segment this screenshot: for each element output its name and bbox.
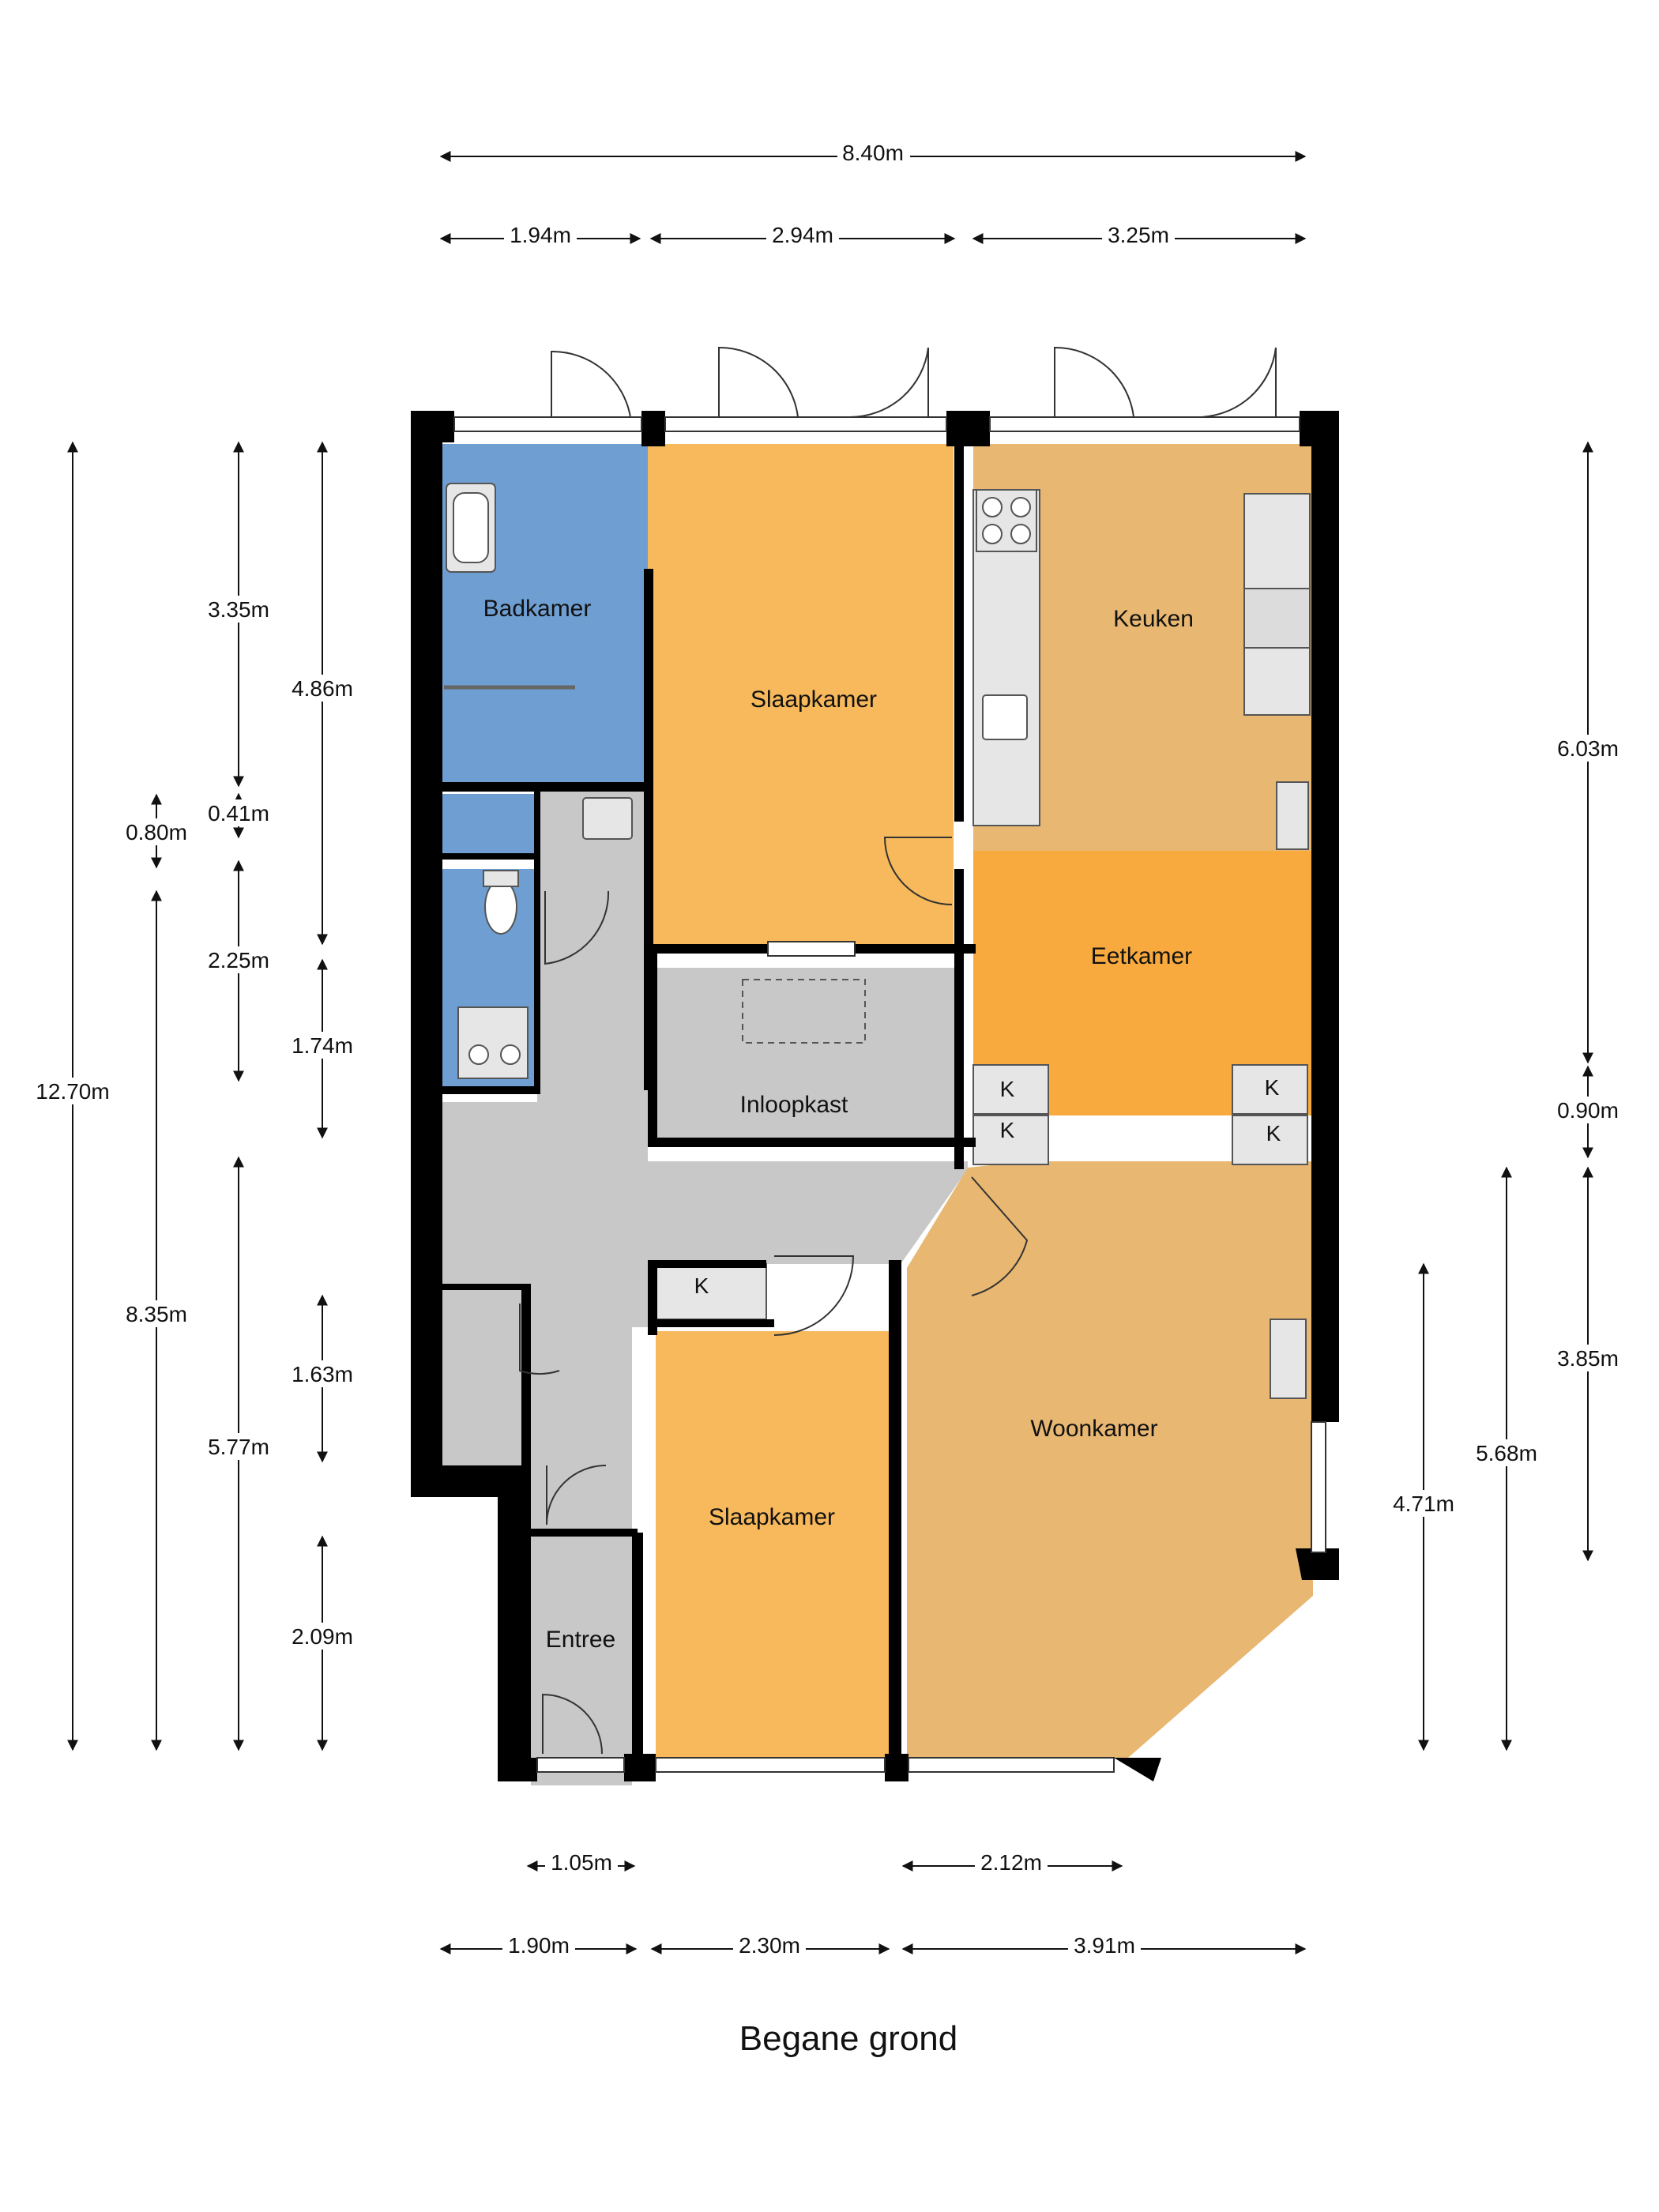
meter-cupboard-floor — [442, 1288, 521, 1465]
toilet-bowl — [484, 879, 517, 935]
dim-top-3: 3.25m — [1108, 223, 1169, 247]
dim-left-total: 12.70m — [36, 1079, 109, 1104]
living-room-floor — [907, 1161, 1313, 1758]
dim-bottom-3: 1.90m — [508, 1933, 570, 1958]
closet-k1-label: K — [1000, 1077, 1015, 1101]
dim-top-total: 8.40m — [842, 141, 904, 165]
dim-top-1: 1.94m — [510, 223, 571, 247]
dim-right-3: 3.85m — [1557, 1346, 1619, 1371]
ventilation-shaft-2 — [1270, 1319, 1307, 1399]
closet-k3-label: K — [1265, 1075, 1280, 1100]
dim-left-b3: 2.25m — [208, 948, 269, 972]
kitchen-sink — [982, 694, 1028, 740]
toilet-floor — [441, 794, 537, 853]
bedroom-2-floor — [656, 1331, 889, 1758]
closet-k5-label: K — [694, 1273, 709, 1298]
entrance-floor — [531, 1540, 638, 1758]
dimension-labels: 8.40m 1.94m 2.94m 3.25m 12.70m 0.80m 8.3… — [30, 139, 1624, 1958]
room-labels: Badkamer Slaapkamer Keuken Eetkamer Inlo… — [483, 596, 1194, 1653]
room-label-keuken: Keuken — [1113, 606, 1194, 632]
windows — [453, 416, 1326, 1773]
dim-bottom-1: 1.05m — [551, 1850, 612, 1875]
walk-in-closet-floor — [656, 968, 954, 1142]
washing-machine — [457, 1006, 529, 1079]
bedroom-1-floor — [648, 444, 954, 948]
dim-left-b1: 3.35m — [208, 597, 269, 622]
kitchen-stove — [976, 489, 1037, 552]
dim-left-c1: 4.86m — [292, 676, 353, 701]
dim-right-4: 5.68m — [1476, 1441, 1537, 1465]
room-fills — [441, 444, 1313, 1785]
closet-k2-label: K — [1000, 1118, 1015, 1142]
hallway-upper-floor — [537, 790, 648, 1106]
room-label-slaapkamer-1: Slaapkamer — [750, 687, 877, 713]
walls — [411, 411, 1339, 1781]
dim-left-b4: 5.77m — [208, 1435, 269, 1459]
toilet-sink — [582, 797, 633, 840]
dim-right-5: 4.71m — [1393, 1492, 1454, 1516]
dim-right-2: 0.90m — [1557, 1098, 1619, 1123]
closet-k3 — [1232, 1064, 1308, 1115]
dim-right-1: 6.03m — [1557, 736, 1619, 761]
closet-k1 — [972, 1064, 1049, 1115]
fixtures — [444, 483, 1311, 1399]
dim-top-2: 2.94m — [772, 223, 833, 247]
room-label-badkamer: Badkamer — [483, 596, 592, 622]
dim-left-a1: 0.80m — [126, 820, 187, 845]
dim-left-c2: 1.74m — [292, 1033, 353, 1058]
dim-bottom-5: 3.91m — [1074, 1933, 1135, 1958]
room-label-entree: Entree — [546, 1627, 615, 1653]
ventilation-shaft — [1276, 781, 1309, 850]
dim-bottom-4: 2.30m — [739, 1933, 800, 1958]
dim-left-c3: 1.63m — [292, 1362, 353, 1386]
dim-bottom-2: 2.12m — [980, 1850, 1042, 1875]
closet-k4-label: K — [1266, 1121, 1281, 1146]
room-label-slaapkamer-2: Slaapkamer — [709, 1504, 835, 1530]
room-label-eetkamer: Eetkamer — [1091, 943, 1192, 969]
closet-labels: K K K K K — [694, 1075, 1281, 1298]
attic-hatch — [742, 979, 866, 1044]
dim-left-b2: 0.41m — [208, 801, 269, 826]
room-label-woonkamer: Woonkamer — [1030, 1416, 1157, 1442]
closet-k5 — [655, 1263, 767, 1320]
dim-left-a2: 8.35m — [126, 1302, 187, 1326]
room-label-inloopkast: Inloopkast — [740, 1092, 848, 1118]
dim-left-c4: 2.09m — [292, 1624, 353, 1649]
plan-title: Begane grond — [739, 2019, 957, 2058]
door-swings — [519, 346, 1277, 1755]
closet-k4 — [1232, 1115, 1308, 1165]
